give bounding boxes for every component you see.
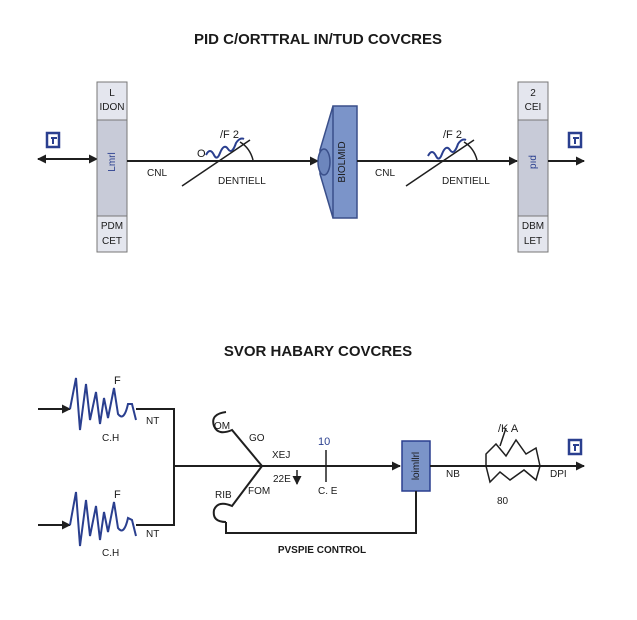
input-2-label: C.H [102, 548, 119, 559]
bottom-right-terminal-icon [567, 438, 583, 456]
probe-bot: C. E [318, 486, 338, 497]
top-title: PID C/ORTTRAL IN/TUD COVCRES [194, 31, 442, 48]
input-1: F C.H NT [38, 375, 159, 444]
left-block-bot1: PDM [101, 221, 123, 232]
input-2-waveform [69, 491, 137, 547]
nb-label: NB [446, 469, 460, 480]
output-dpi: DPI [550, 469, 567, 480]
right-block-bot2: LET [524, 236, 542, 247]
right-block: 2 CEI pıd DBM LET [517, 81, 549, 253]
left-signal-o-label: O [197, 148, 206, 160]
left-block-mid: Lmrl [107, 152, 118, 171]
left-block-top2: IDON [100, 102, 125, 113]
input-1-f: F [114, 375, 121, 387]
left-signal-curve [239, 141, 254, 161]
left-block-top1: L [109, 88, 115, 99]
switch-go: GO [249, 433, 265, 444]
input-2: F C.H NT [38, 489, 159, 559]
right-signal-f-label: /F 2 [443, 129, 462, 141]
right-signal-device: /F 2 CNL DENTIELL [375, 129, 490, 187]
feedback-loop [225, 491, 417, 534]
right-block-top1: 2 [530, 88, 536, 99]
output-top-wave [485, 438, 541, 467]
output-val: 80 [497, 496, 509, 507]
control-label: PVSPIE CONTROL [278, 545, 366, 556]
left-signal-f-label: /F 2 [220, 129, 239, 141]
left-signal-cnl: CNL [147, 168, 167, 179]
right-signal-wave [427, 138, 467, 160]
output-tick [499, 427, 507, 447]
left-signal-diagonal [181, 139, 251, 187]
switch-fom: FOM [248, 486, 270, 497]
switch-element: OM GO XEJ 22E RIB FOM [212, 411, 302, 523]
amplifier: BIOLMID [317, 105, 358, 219]
switch-22e: 22E [273, 474, 291, 485]
right-signal-dentiell: DENTIELL [442, 176, 490, 187]
right-block-top2: CEI [525, 102, 542, 113]
output-bottom-wave [485, 465, 541, 484]
left-signal-dentiell: DENTIELL [218, 176, 266, 187]
right-signal-diagonal [405, 139, 475, 187]
output-device: /K A 80 DPI [485, 423, 567, 507]
right-block-mid: pıd [528, 155, 539, 169]
right-signal-cnl: CNL [375, 168, 395, 179]
left-terminal-icon [45, 131, 61, 149]
left-signal-device: /F 2 O CNL DENTIELL [147, 129, 266, 187]
amplifier-text: BIOLMID [337, 141, 348, 182]
right-block-bot1: DBM [522, 221, 544, 232]
control-box: loimllrl [401, 440, 431, 492]
left-signal-wave [205, 137, 245, 159]
right-signal-curve [463, 141, 478, 161]
left-block-bot2: CET [102, 236, 122, 247]
right-terminal-icon [567, 131, 583, 149]
input-1-nt: NT [146, 416, 159, 427]
output-top: /K A [498, 423, 519, 435]
switch-rib: RIB [215, 490, 232, 501]
probe: 10 C. E [318, 436, 338, 497]
input-2-nt: NT [146, 529, 159, 540]
control-box-text: loimllrl [411, 452, 422, 480]
input-1-label: C.H [102, 433, 119, 444]
switch-xej: XEJ [272, 450, 290, 461]
left-block: L IDON Lmrl PDM CET [96, 81, 128, 253]
switch-om: OM [214, 421, 230, 432]
bottom-title: SVOR HABARY COVCRES [224, 343, 412, 360]
input-1-waveform [69, 377, 137, 431]
input-2-f: F [114, 489, 121, 501]
probe-top: 10 [318, 436, 330, 448]
